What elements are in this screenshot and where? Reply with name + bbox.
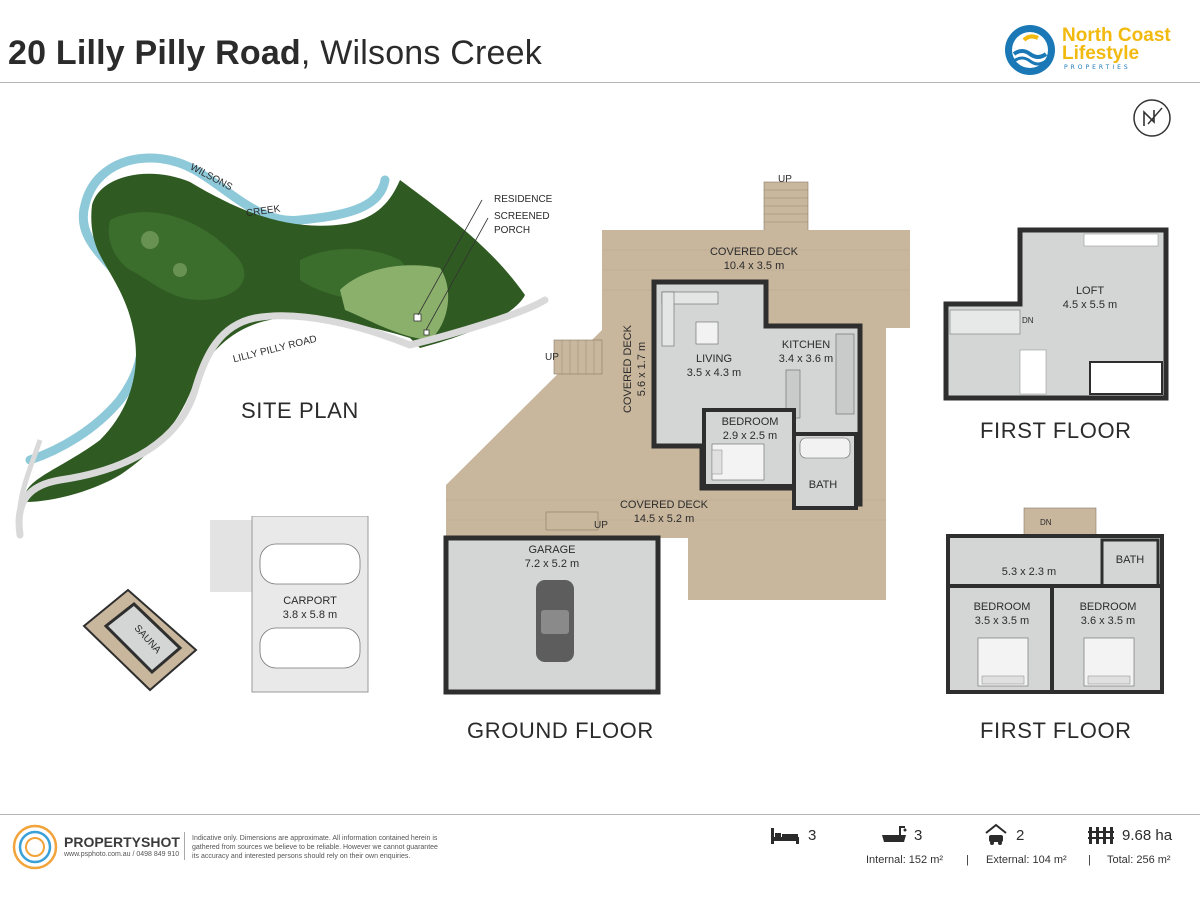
upper-hall-dims: 5.3 x 2.3 m bbox=[1001, 566, 1057, 578]
garage: GARAGE 7.2 x 5.2 m bbox=[512, 543, 592, 571]
room-dims: 2.9 x 2.5 m bbox=[722, 430, 778, 442]
sauna-plan bbox=[82, 588, 198, 692]
covered-deck-top: COVERED DECK 10.4 x 3.5 m bbox=[704, 245, 804, 273]
room-dims: 7.2 x 5.2 m bbox=[524, 558, 580, 570]
land-size: 9.68 ha bbox=[1122, 827, 1173, 844]
agency-logo: North Coast Lifestyle PROPERTIES bbox=[1004, 22, 1194, 80]
upper-bath: BATH bbox=[1115, 554, 1145, 566]
carport-plan bbox=[210, 516, 369, 693]
propertyshot-brand: PROPERTYSHOT bbox=[64, 834, 180, 850]
room-name: LIVING bbox=[695, 353, 733, 365]
bath-icon bbox=[882, 826, 907, 842]
porch-label-1: SCREENED bbox=[494, 211, 550, 222]
disclaimer: Indicative only. Dimensions are approxim… bbox=[192, 834, 438, 861]
room-name: BATH bbox=[808, 479, 838, 491]
bath-count: 3 bbox=[914, 827, 923, 844]
bedroom-right: BEDROOM 3.6 x 3.5 m bbox=[1068, 600, 1148, 628]
room-dims: 4.5 x 5.5 m bbox=[1062, 299, 1118, 311]
loft-dn-label: DN bbox=[1022, 316, 1034, 325]
first-floor-title-1: FIRST FLOOR bbox=[980, 418, 1132, 443]
fence-icon bbox=[1088, 827, 1114, 844]
car-count: 2 bbox=[1016, 827, 1025, 844]
room-name: BEDROOM bbox=[1079, 601, 1137, 613]
stairs-up-label-garage: UP bbox=[594, 520, 608, 531]
room-name: KITCHEN bbox=[781, 339, 831, 351]
site-plan-title: SITE PLAN bbox=[241, 398, 359, 423]
disclaimer-line-2: gathered from sources we believe to be r… bbox=[192, 844, 438, 851]
logo-text-1: North Coast bbox=[1062, 25, 1171, 46]
room-name: COVERED DECK bbox=[622, 324, 634, 414]
room-dims: 3.5 x 3.5 m bbox=[974, 615, 1030, 627]
propertyshot-contact: www.psphoto.com.au / 0498 849 910 bbox=[64, 851, 180, 858]
room-dims: 3.5 x 4.3 m bbox=[686, 367, 742, 379]
total-area: Total: 256 m² bbox=[1107, 854, 1171, 866]
residence-label: RESIDENCE bbox=[494, 194, 553, 205]
footer: PROPERTYSHOT www.psphoto.com.au / 0498 8… bbox=[0, 814, 1200, 900]
porch-label-2: PORCH bbox=[494, 225, 531, 236]
room-dims: 14.5 x 5.2 m bbox=[633, 513, 695, 525]
stairs-up-label-top: UP bbox=[778, 174, 792, 185]
bedroom-left: BEDROOM 3.5 x 3.5 m bbox=[962, 600, 1042, 628]
bed-count: 3 bbox=[808, 827, 817, 844]
area-separator-1: | bbox=[966, 854, 969, 866]
room-name: GARAGE bbox=[528, 544, 576, 556]
north-arrow-icon bbox=[1133, 99, 1171, 137]
room-dims: 3.4 x 3.6 m bbox=[778, 353, 834, 365]
page-title: 20 Lilly Pilly Road, Wilsons Creek bbox=[8, 34, 542, 73]
room-dims: 10.4 x 3.5 m bbox=[723, 260, 785, 272]
room-name: COVERED DECK bbox=[709, 246, 799, 258]
bath-ground: BATH bbox=[800, 478, 846, 492]
room-name: BEDROOM bbox=[973, 601, 1031, 613]
carport: CARPORT 3.8 x 5.8 m bbox=[270, 594, 350, 622]
header-divider bbox=[0, 82, 1200, 83]
room-dims: 3.6 x 3.5 m bbox=[1080, 615, 1136, 627]
car-icon bbox=[985, 823, 1007, 845]
logo-wave-icon bbox=[1005, 25, 1055, 75]
room-name: LOFT bbox=[1075, 285, 1105, 297]
loft: LOFT 4.5 x 5.5 m bbox=[1050, 284, 1130, 312]
area-separator-2: | bbox=[1088, 854, 1091, 866]
logo-text-3: PROPERTIES bbox=[1064, 64, 1131, 71]
loft-plan bbox=[943, 227, 1169, 401]
room-name: BEDROOM bbox=[721, 416, 779, 428]
room-dims: 5.6 x 1.7 m bbox=[636, 341, 648, 397]
disclaimer-line-1: Indicative only. Dimensions are approxim… bbox=[192, 835, 438, 842]
disclaimer-line-3: its accuracy and interested persons shou… bbox=[192, 853, 411, 860]
footer-divider bbox=[0, 814, 1200, 815]
covered-deck-bottom: COVERED DECK 14.5 x 5.2 m bbox=[614, 498, 714, 526]
title-suburb: , Wilsons Creek bbox=[300, 34, 542, 72]
bedrooms-dn-label: DN bbox=[1040, 518, 1052, 527]
external-area: External: 104 m² bbox=[986, 854, 1067, 866]
title-address: 20 Lilly Pilly Road bbox=[8, 34, 301, 72]
living-room: LIVING 3.5 x 4.3 m bbox=[674, 352, 754, 380]
propertyshot-logo-icon bbox=[12, 824, 58, 870]
bedroom-ground: BEDROOM 2.9 x 2.5 m bbox=[710, 415, 790, 443]
internal-area: Internal: 152 m² bbox=[866, 854, 944, 866]
ground-floor-plan bbox=[443, 181, 910, 695]
stairs-up-label-side: UP bbox=[545, 352, 559, 363]
covered-deck-side: COVERED DECK 5.6 x 1.7 m bbox=[621, 314, 649, 424]
bed-icon bbox=[771, 828, 799, 844]
kitchen: KITCHEN 3.4 x 3.6 m bbox=[766, 338, 846, 366]
logo-text-2: Lifestyle bbox=[1062, 43, 1140, 64]
room-name: COVERED DECK bbox=[619, 499, 709, 511]
bedrooms-plan bbox=[946, 507, 1164, 694]
room-name: CARPORT bbox=[283, 595, 337, 607]
ground-floor-title: GROUND FLOOR bbox=[467, 718, 654, 743]
room-dims: 3.8 x 5.8 m bbox=[282, 609, 338, 621]
site-plan-map bbox=[15, 153, 549, 539]
footer-brand-divider bbox=[184, 832, 185, 860]
first-floor-title-2: FIRST FLOOR bbox=[980, 718, 1132, 743]
